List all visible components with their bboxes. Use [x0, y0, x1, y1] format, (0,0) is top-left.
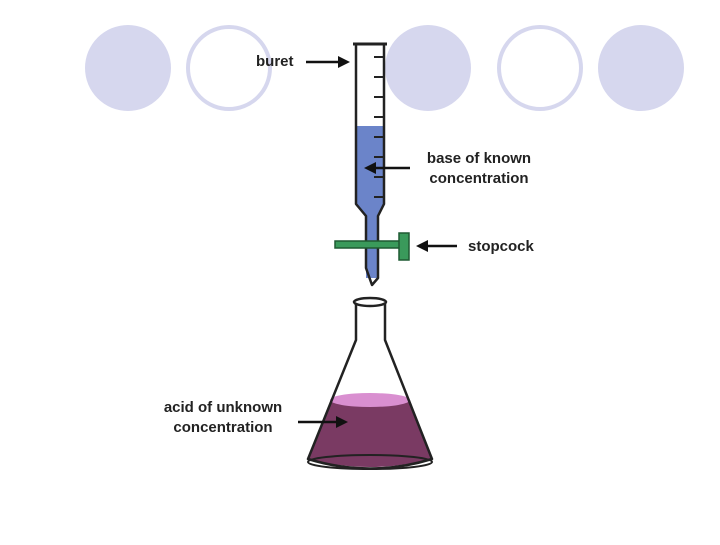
base-solution-fill	[356, 126, 384, 278]
decorative-circles	[85, 25, 684, 111]
erlenmeyer-flask	[306, 296, 434, 470]
deco-circle-outline	[186, 25, 272, 111]
buret-graduations	[374, 56, 384, 198]
stopcock-label-text: stopcock	[468, 238, 534, 255]
stopcock-handle-bar	[334, 240, 402, 249]
label-arrows	[298, 56, 457, 428]
base-label-line2: concentration	[429, 170, 529, 187]
acid-surface	[330, 393, 410, 407]
acid-solution-fill	[308, 400, 432, 467]
deco-circle-filled	[385, 25, 471, 111]
buret-tube-outline	[354, 44, 386, 287]
base-label: base of known concentration	[420, 149, 538, 189]
arrow-stopcock	[416, 240, 457, 252]
stopcock	[334, 232, 410, 261]
arrow-acid	[298, 416, 348, 428]
arrow-base	[364, 162, 410, 174]
arrow-buret	[306, 56, 350, 68]
deco-circle-filled	[85, 25, 171, 111]
acid-label-line2: concentration	[173, 419, 273, 436]
buret	[353, 42, 387, 287]
flask-mouth-rim	[352, 296, 388, 308]
deco-circle-outline	[497, 25, 583, 111]
buret-label: buret	[256, 52, 294, 72]
stopcock-label: stopcock	[468, 237, 534, 257]
acid-label-line1: acid of unknown	[163, 399, 283, 416]
base-label-line1: base of known	[426, 150, 532, 167]
deco-circle-filled	[598, 25, 684, 111]
stopcock-knob	[398, 232, 410, 261]
acid-label: acid of unknown concentration	[155, 398, 291, 438]
flask-bottom-edge	[307, 454, 433, 470]
buret-label-text: buret	[256, 53, 294, 70]
